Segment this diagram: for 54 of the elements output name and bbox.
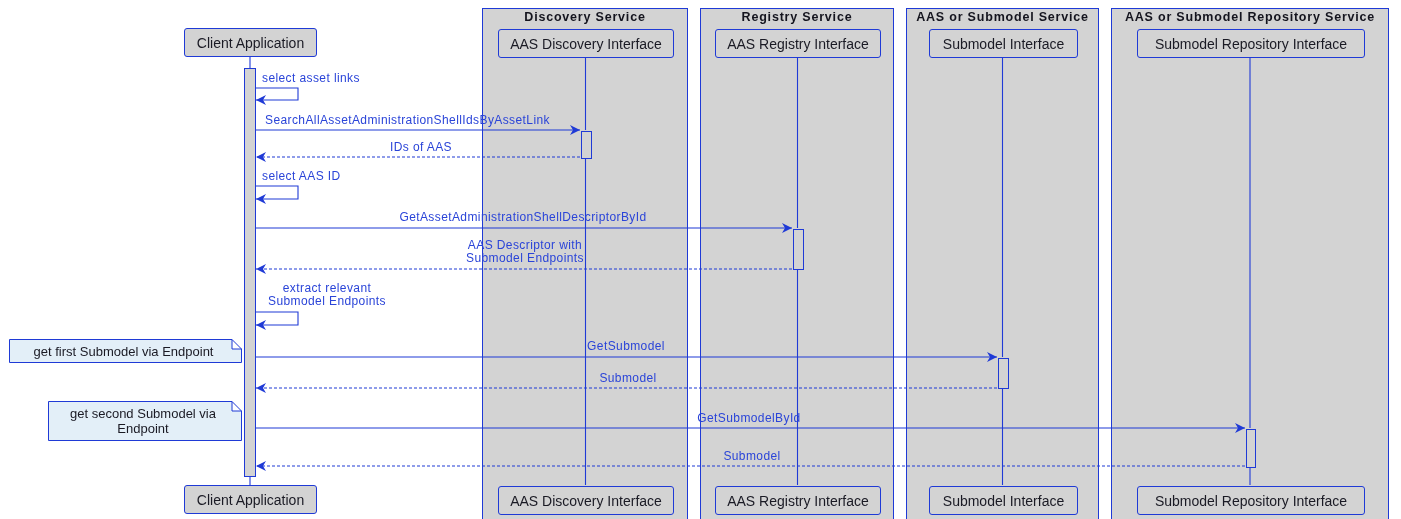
edge-label: Submodel [723, 450, 781, 463]
edge-label: select AAS ID [262, 170, 341, 183]
return-arrow [255, 152, 581, 162]
group-title: AAS or Submodel Repository Service [1123, 10, 1377, 24]
service-group-frame [906, 8, 1099, 519]
edge-label: GetSubmodel [587, 340, 665, 353]
edge-label: IDs of AAS [390, 141, 452, 154]
self-message-arrow [255, 311, 299, 330]
activation-bar [581, 131, 592, 159]
participant-box: Submodel Repository Interface [1137, 29, 1365, 58]
participant-box: Client Application [184, 28, 317, 57]
self-message-arrow [255, 87, 299, 105]
note-text: get second Submodel via Endpoint [69, 406, 217, 436]
message-arrow [255, 423, 1246, 433]
lifeline [584, 56, 587, 131]
lifeline [249, 476, 251, 486]
return-arrow [255, 383, 998, 393]
note-text: get first Submodel via Endpoint [32, 343, 215, 359]
message-arrow [255, 223, 793, 233]
participant-box: Client Application [184, 485, 317, 514]
group-title: Discovery Service [523, 10, 647, 24]
activation-bar [793, 229, 804, 270]
return-arrow [255, 264, 793, 274]
participant-box: Submodel Repository Interface [1137, 486, 1365, 515]
lifeline [1249, 466, 1251, 486]
participant-box: AAS Registry Interface [715, 486, 881, 515]
note-box [48, 401, 242, 441]
message-arrow [255, 125, 581, 135]
note-box [9, 339, 242, 363]
lifeline [584, 157, 587, 486]
activation-bar [1246, 429, 1256, 468]
edge-label: extract relevant Submodel Endpoints [267, 282, 387, 308]
self-message-arrow [255, 185, 299, 204]
participant-box: AAS Discovery Interface [498, 29, 674, 58]
lifeline [1001, 387, 1004, 486]
activation-bar [244, 68, 256, 477]
participant-box: AAS Registry Interface [715, 29, 881, 58]
lifeline [796, 268, 799, 486]
activation-bar [998, 358, 1009, 389]
lifeline [249, 56, 251, 69]
service-group-frame [1111, 8, 1389, 519]
service-group-frame [700, 8, 894, 519]
lifeline [796, 56, 799, 229]
participant-box: Submodel Interface [929, 29, 1078, 58]
message-arrow [255, 352, 998, 362]
participant-box: AAS Discovery Interface [498, 486, 674, 515]
group-title: AAS or Submodel Service [915, 10, 1090, 24]
group-title: Registry Service [740, 10, 854, 24]
lifeline [1001, 56, 1004, 358]
return-arrow [255, 461, 1246, 471]
lifeline [1249, 56, 1251, 429]
edge-label: select asset links [262, 72, 360, 85]
participant-box: Submodel Interface [929, 486, 1078, 515]
edge-label: Submodel [599, 372, 657, 385]
